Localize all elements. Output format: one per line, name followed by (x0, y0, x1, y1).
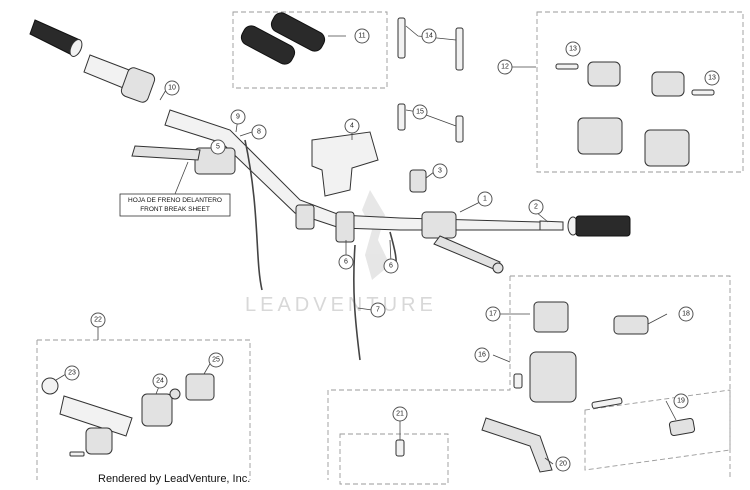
svg-text:24: 24 (156, 378, 164, 385)
callout-1: 1 (477, 191, 493, 207)
callout-18: 18 (678, 306, 694, 322)
note-line-1: HOJA DE FRENO DELANTERO (128, 197, 222, 204)
callout-7: 7 (370, 302, 386, 318)
svg-text:16: 16 (478, 352, 486, 359)
svg-text:5: 5 (216, 144, 220, 151)
bolt-set-15 (397, 103, 464, 143)
svg-text:1: 1 (483, 196, 487, 203)
brake-assembly-group (395, 301, 696, 473)
bolt-set-14 (397, 17, 464, 71)
cable-b (353, 244, 361, 361)
svg-text:2: 2 (534, 204, 538, 211)
callout-5: 5 (210, 139, 226, 155)
svg-text:20: 20 (559, 461, 567, 468)
callout-16: 16 (474, 347, 490, 363)
callout-21: 21 (392, 406, 408, 422)
throttle-housing (120, 67, 156, 103)
callout-4: 4 (344, 118, 360, 134)
callout-20: 20 (555, 456, 571, 472)
group-box-12 (536, 11, 744, 173)
note-line-2: FRONT BREAK SHEET (140, 206, 210, 213)
svg-text:8: 8 (257, 129, 261, 136)
callout-22: 22 (90, 312, 106, 328)
cable-a (244, 139, 263, 291)
callout-10: 10 (164, 80, 180, 96)
svg-text:22: 22 (94, 317, 102, 324)
watermark-text: LEADVENTURE (245, 294, 437, 316)
svg-text:7: 7 (376, 307, 380, 314)
svg-text:6: 6 (344, 259, 348, 266)
clutch-perch (131, 145, 236, 175)
svg-text:3: 3 (438, 168, 442, 175)
svg-text:25: 25 (212, 357, 220, 364)
switch (409, 169, 427, 193)
svg-text:6: 6 (389, 263, 393, 270)
svg-text:21: 21 (396, 411, 404, 418)
callout-13a: 13 (565, 41, 581, 57)
callout-6a: 6 (338, 254, 354, 270)
svg-text:18: 18 (682, 311, 690, 318)
callout-6b: 6 (383, 258, 399, 274)
bar-clamp-left (295, 204, 315, 230)
svg-text:13: 13 (569, 46, 577, 53)
svg-text:23: 23 (68, 370, 76, 377)
svg-text:13: 13 (708, 75, 716, 82)
svg-text:15: 15 (416, 109, 424, 116)
right-grip (567, 215, 631, 237)
group-box-21 (339, 433, 449, 485)
callout-24: 24 (152, 373, 168, 389)
callout-8: 8 (251, 124, 267, 140)
note-box: HOJA DE FRENO DELANTERO FRONT BREAK SHEE… (119, 161, 231, 217)
throttle-assembly-group (41, 373, 215, 457)
group-box-11 (232, 11, 388, 89)
svg-text:17: 17 (489, 311, 497, 318)
brake-master-cylinder (421, 211, 504, 274)
grip-kit (240, 12, 326, 65)
bar-clamp-right (335, 211, 355, 243)
callout-2: 2 (528, 199, 544, 215)
svg-text:10: 10 (168, 85, 176, 92)
svg-text:9: 9 (236, 114, 240, 121)
group-box-22 (36, 339, 251, 480)
svg-text:14: 14 (425, 33, 433, 40)
callout-3: 3 (432, 163, 448, 179)
svg-text:4: 4 (350, 123, 354, 130)
callout-17: 17 (485, 306, 501, 322)
callout-13b: 13 (704, 70, 720, 86)
watermark: LEADVENTURE (245, 190, 437, 316)
svg-text:12: 12 (501, 64, 509, 71)
callout-9: 9 (230, 109, 246, 125)
callout-11: 11 (354, 28, 370, 44)
left-grip (29, 19, 83, 57)
callout-12: 12 (497, 59, 513, 75)
callout-14: 14 (421, 28, 437, 44)
bar-pad (311, 131, 379, 197)
svg-text:19: 19 (677, 398, 685, 405)
svg-text:11: 11 (358, 33, 365, 40)
upper-clamp-set (555, 61, 715, 167)
bar-end-washer (539, 220, 564, 231)
callout-15: 15 (412, 104, 428, 120)
callout-25: 25 (208, 352, 224, 368)
callout-23: 23 (64, 365, 80, 381)
callout-19: 19 (673, 393, 689, 409)
credit-text: Rendered by LeadVenture, Inc. (98, 473, 251, 485)
